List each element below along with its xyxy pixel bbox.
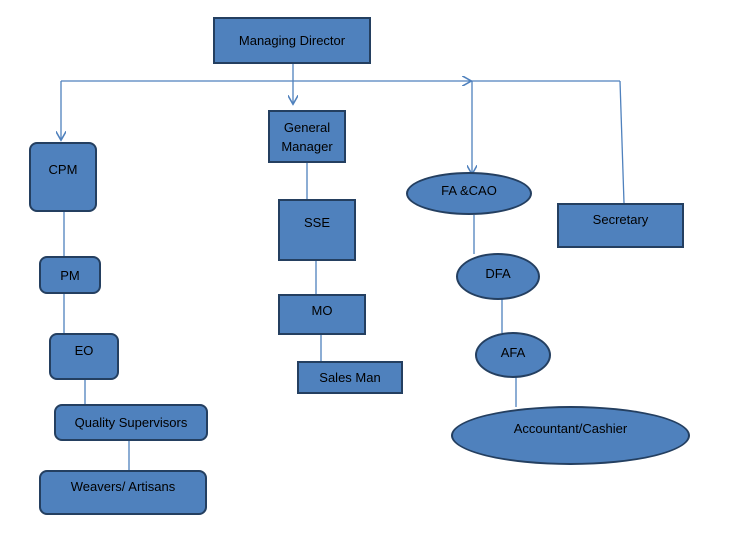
- secretary-node: Secretary: [557, 203, 684, 248]
- mo-node: MO: [278, 294, 366, 335]
- dfa-node: DFA: [456, 253, 540, 300]
- weavers-artisans-label: Weavers/ Artisans: [70, 479, 176, 494]
- sales-man-label: Sales Man: [319, 370, 381, 385]
- sse-node: SSE: [278, 199, 356, 261]
- managing-director-node: Managing Director: [213, 17, 371, 64]
- dfa-label: DFA: [485, 266, 511, 281]
- cpm-node: CPM: [29, 142, 97, 212]
- mo-label: MO: [311, 303, 333, 318]
- sse-label: SSE: [303, 214, 330, 230]
- eo-label: EO: [74, 343, 94, 358]
- eo-node: EO: [49, 333, 119, 380]
- general-manager-label-line2: Manager: [281, 138, 333, 154]
- general-manager-node: General Manager: [268, 110, 346, 163]
- managing-director-label: Managing Director: [238, 33, 346, 48]
- afa-node: AFA: [475, 332, 551, 378]
- pm-node: PM: [39, 256, 101, 294]
- afa-label: AFA: [500, 344, 526, 360]
- quality-supervisors-label: Quality Supervisors: [74, 415, 188, 430]
- general-manager-label-line1: General: [283, 119, 331, 135]
- fa-cao-node: FA &CAO: [406, 172, 532, 215]
- quality-supervisors-node: Quality Supervisors: [54, 404, 208, 441]
- pm-label: PM: [60, 267, 80, 283]
- line-to-secretary: [619, 80, 625, 204]
- weavers-artisans-node: Weavers/ Artisans: [39, 470, 207, 515]
- accountant-cashier-label: Accountant/Cashier: [513, 421, 628, 436]
- cpm-label: CPM: [48, 161, 78, 177]
- general-manager-label: General Manager: [281, 118, 332, 156]
- accountant-cashier-node: Accountant/Cashier: [451, 406, 690, 465]
- secretary-label: Secretary: [592, 212, 649, 227]
- sales-man-node: Sales Man: [297, 361, 403, 394]
- fa-cao-label: FA &CAO: [441, 183, 497, 198]
